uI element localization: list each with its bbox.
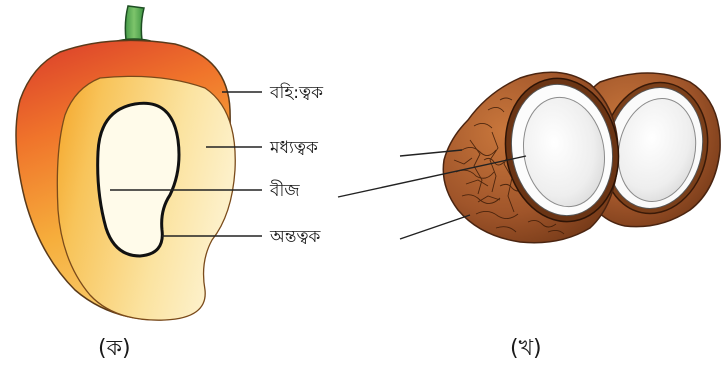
label-mesocarp: মধ্যত্বক	[269, 138, 319, 158]
label-seed: বীজ	[269, 180, 300, 201]
caption-coconut: (খ)	[510, 336, 542, 361]
coconut-leader-endocarp	[400, 215, 470, 239]
mango-illustration	[16, 6, 235, 320]
label-endocarp: অন্তত্বক	[269, 227, 322, 247]
caption-mango: (ক)	[98, 336, 131, 361]
label-epicarp: বহি:ত্বক	[269, 82, 324, 103]
coconut-illustration	[443, 69, 720, 242]
